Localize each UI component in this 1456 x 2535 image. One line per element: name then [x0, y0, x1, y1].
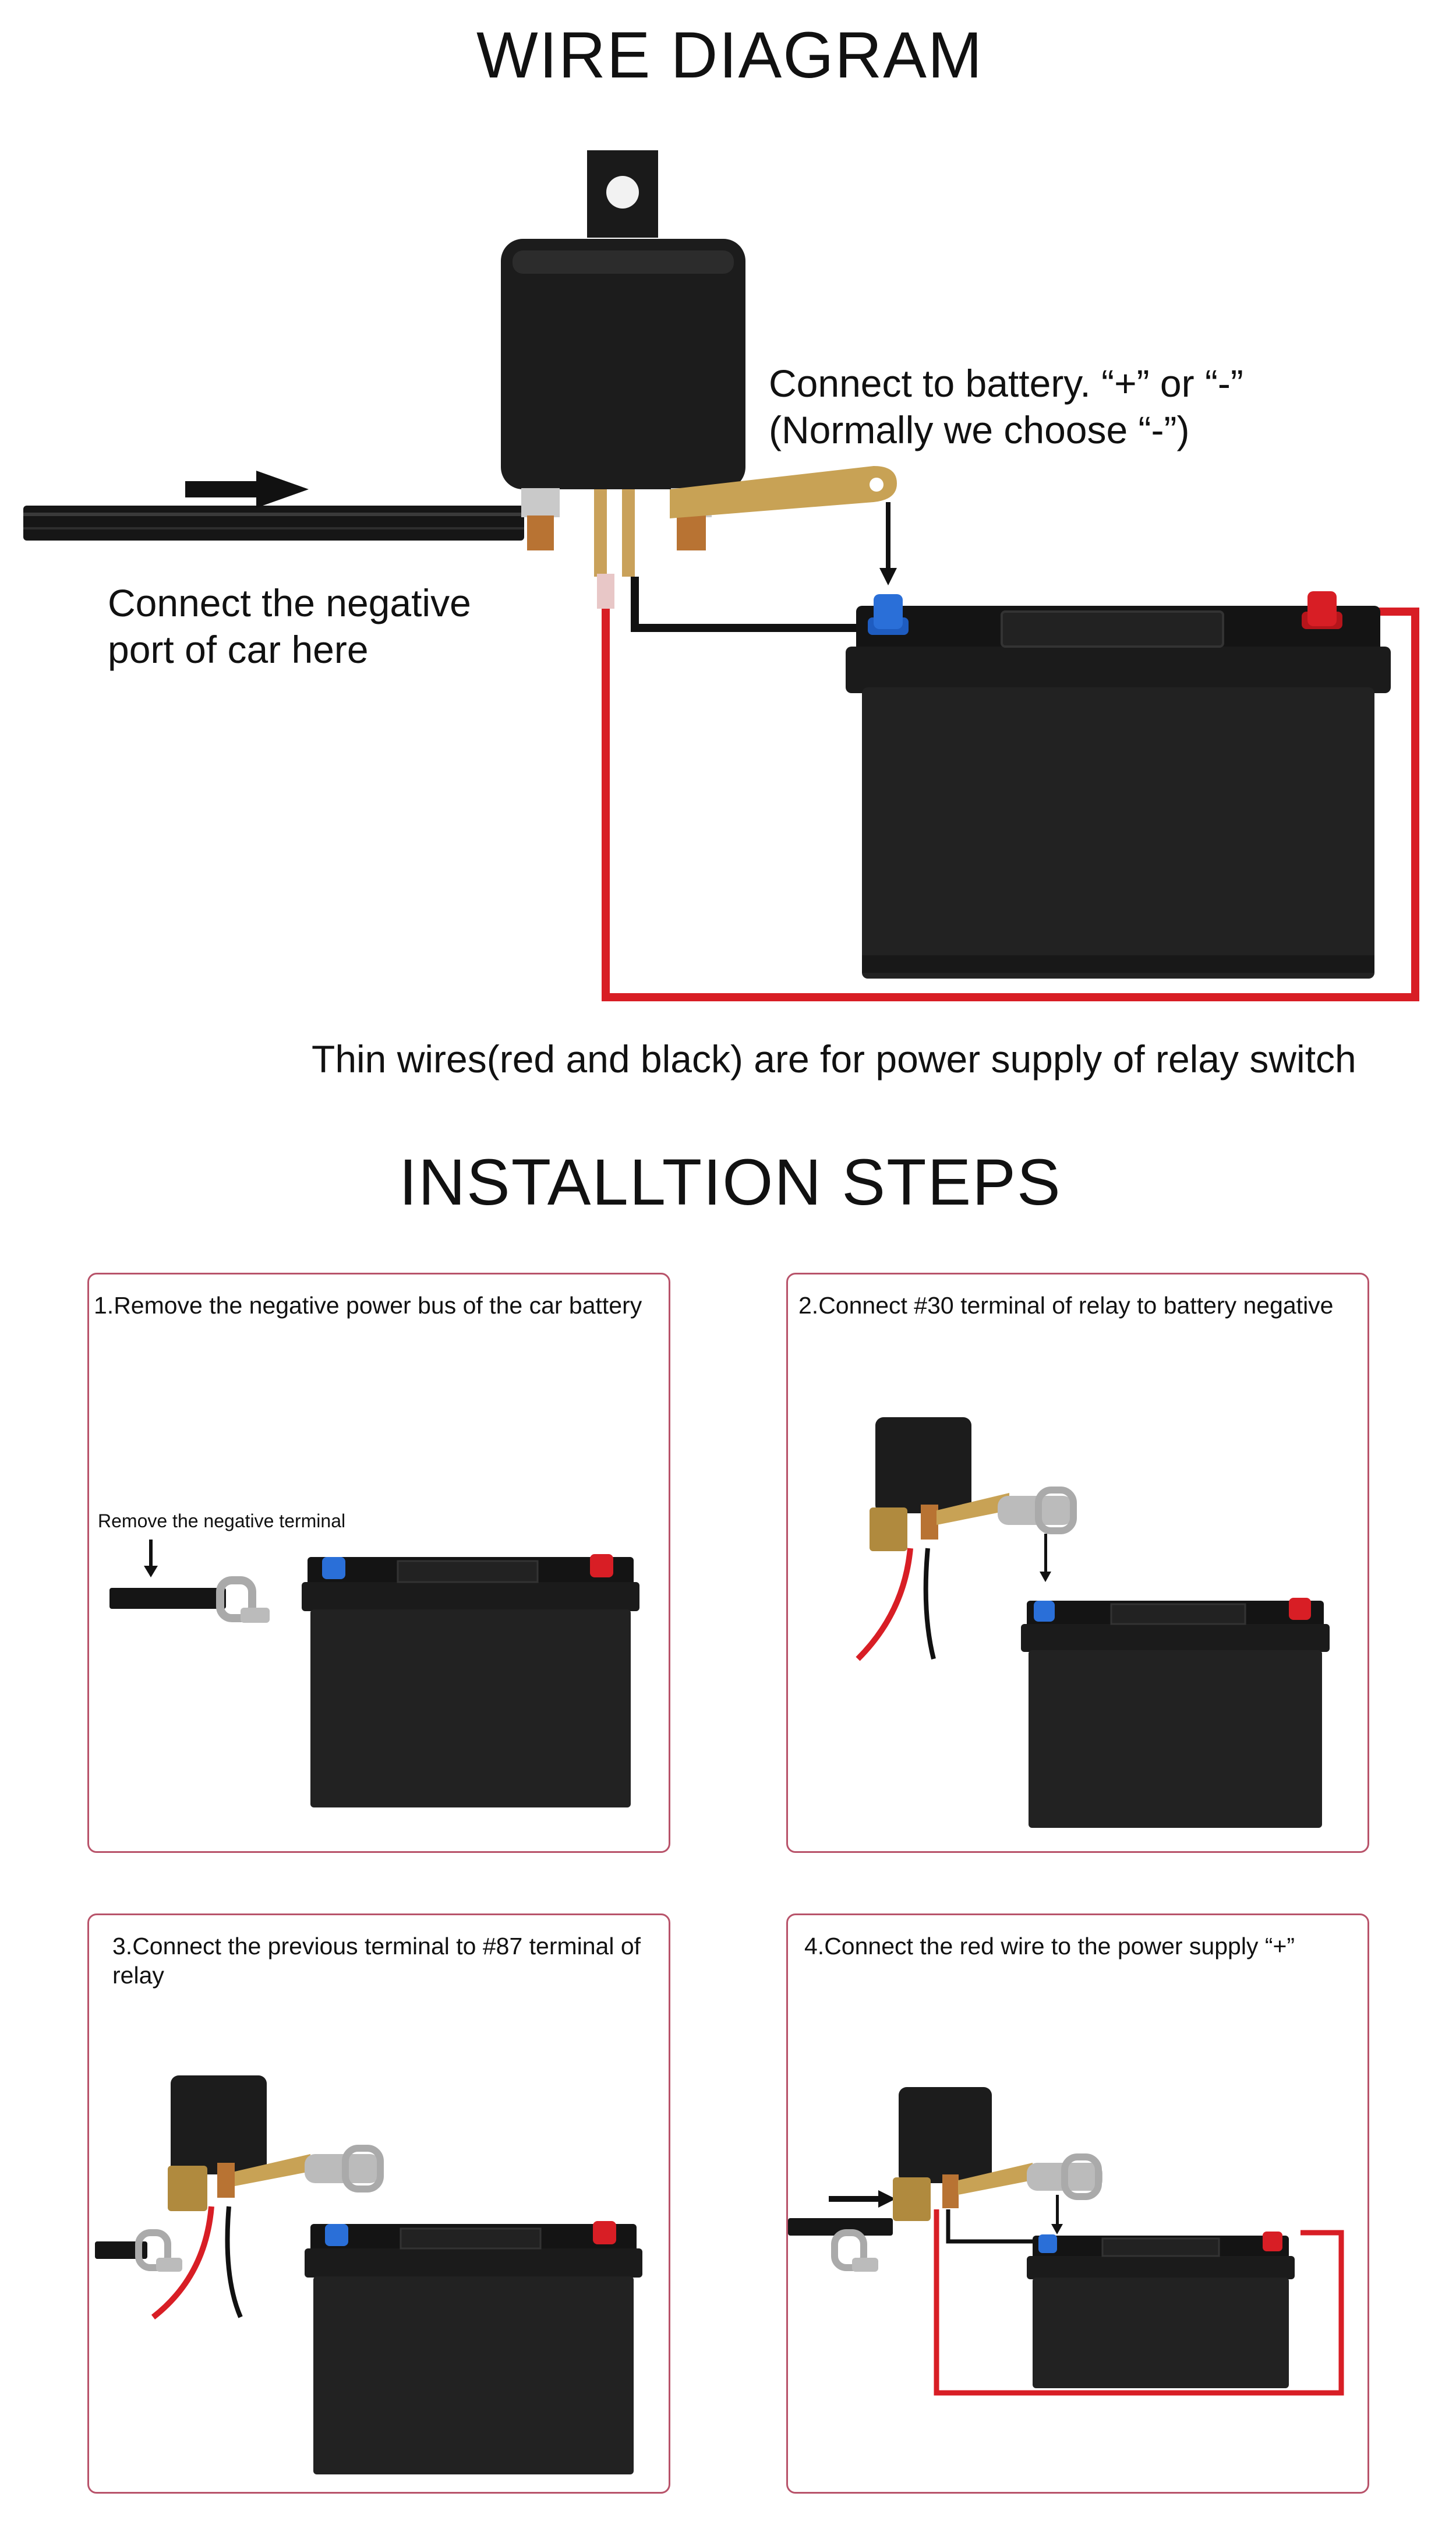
thin-black-wire: [225, 2206, 243, 2318]
thin-black-wire: [631, 577, 862, 632]
wire-diagram-title: WIRE DIAGRAM: [476, 19, 984, 91]
car-connection-label: Connect the negative port of car here: [108, 580, 471, 673]
arrow-down-icon: [1051, 2195, 1063, 2234]
relay-icon: [893, 2087, 1033, 2221]
arrow-right-icon: [185, 471, 309, 508]
battery-icon: [1021, 1598, 1330, 1828]
relay-icon: [501, 150, 897, 577]
arrow-down-icon: [144, 1540, 158, 1577]
arrow-right-icon: [829, 2190, 896, 2208]
negative-cable: [109, 1588, 226, 1609]
clamp-icon: [135, 2229, 182, 2272]
battery-connection-label: Connect to battery. “+” or “-” (Normally…: [769, 360, 1243, 453]
installation-steps-title: INSTALLTION STEPS: [399, 1146, 1062, 1219]
step-2-illustration: [856, 1417, 1330, 1828]
negative-cable: [788, 2218, 893, 2236]
battery-connection-label-line2: (Normally we choose “-”): [769, 408, 1190, 451]
step-4-illustration: [788, 2087, 1344, 2396]
wire-diagram-illustration: [23, 150, 1419, 1001]
clamp-icon: [305, 2145, 384, 2192]
thin-red-wire: [856, 1548, 913, 1661]
step-panel-4: 4.Connect the red wire to the power supp…: [786, 1913, 1369, 2494]
car-connection-label-line1: Connect the negative: [108, 581, 471, 624]
battery-connection-label-line1: Connect to battery. “+” or “-”: [769, 362, 1243, 405]
step-label-3: 3.Connect the previous terminal to #87 t…: [112, 1933, 641, 1989]
battery-icon: [846, 591, 1391, 979]
relay-icon: [870, 1417, 1009, 1551]
battery-icon: [305, 2221, 642, 2474]
clamp-icon: [831, 2229, 878, 2272]
clamp-icon: [998, 1487, 1077, 1534]
clamp-icon: [216, 1576, 270, 1623]
clamp-icon: [1027, 2153, 1102, 2200]
step-label-2: 2.Connect #30 terminal of relay to batte…: [798, 1292, 1334, 1319]
arrow-down-icon: [879, 502, 897, 585]
car-connection-label-line2: port of car here: [108, 628, 369, 671]
relay-icon: [168, 2075, 310, 2211]
thin-red-wire: [602, 577, 1419, 1001]
thin-wires-note: Thin wires(red and black) are for power …: [312, 1037, 1356, 1081]
step-label-1: 1.Remove the negative power bus of the c…: [94, 1292, 642, 1319]
step-sublabel-1: Remove the negative terminal: [98, 1510, 346, 1531]
step-1-illustration: [109, 1540, 639, 1807]
step-panel-1: 1.Remove the negative power bus of the c…: [87, 1273, 670, 1853]
step-label-4: 4.Connect the red wire to the power supp…: [804, 1933, 1295, 1959]
thin-red-wire: [151, 2206, 214, 2319]
thin-black-wire: [946, 2209, 1044, 2244]
thin-red-wire: [934, 2209, 1344, 2396]
main-cable: [23, 506, 524, 541]
battery-icon: [1027, 2232, 1295, 2388]
thin-black-wire: [923, 1548, 936, 1660]
step-panel-2: 2.Connect #30 terminal of relay to batte…: [786, 1273, 1369, 1853]
arrow-down-icon: [1040, 1534, 1051, 1582]
negative-cable: [95, 2241, 147, 2259]
step-panel-3: 3.Connect the previous terminal to #87 t…: [87, 1913, 670, 2494]
step-3-illustration: [95, 2075, 642, 2474]
battery-icon: [302, 1554, 639, 1807]
